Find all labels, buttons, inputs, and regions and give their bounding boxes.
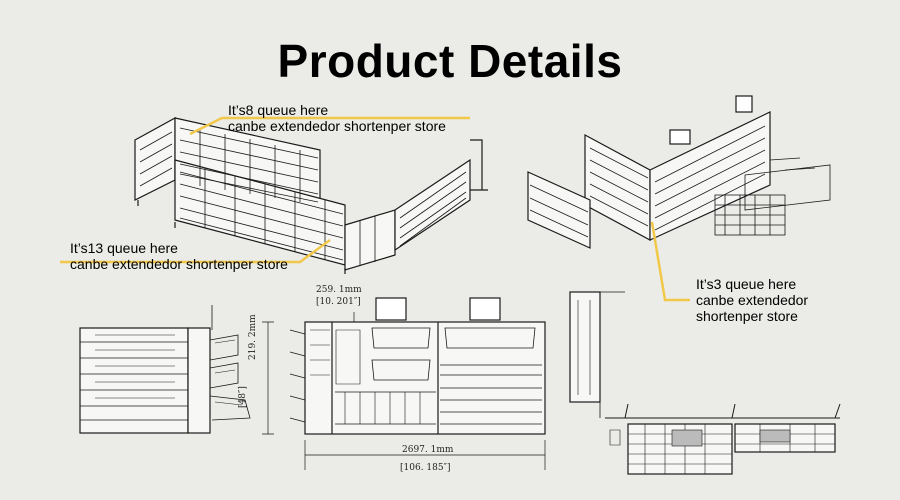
callout-8-queue: It’s8 queue here canbe extendedor shorte… bbox=[228, 102, 446, 134]
side-view-drawing bbox=[79, 305, 251, 434]
dim-length-in: [106. 185″] bbox=[400, 463, 451, 473]
page-title: Product Details bbox=[277, 35, 623, 87]
callout-8-line2: canbe extendedor shortenper store bbox=[228, 118, 446, 134]
dim-height-in: [48″] bbox=[238, 386, 248, 408]
callout-3-line3: shortenper store bbox=[696, 308, 798, 324]
callout-lines bbox=[60, 116, 690, 302]
callout-13-queue: It’s13 queue here canbe extendedor short… bbox=[70, 240, 288, 272]
callout-13-line2: canbe extendedor shortenper store bbox=[70, 256, 288, 272]
dim-width-mm: 259. 1mm bbox=[316, 285, 362, 295]
dim-height-mm: 219. 2mm bbox=[248, 314, 258, 360]
dim-length-mm: 2697. 1mm bbox=[402, 445, 454, 455]
callout-3-line2: canbe extendedor bbox=[696, 292, 809, 308]
callout-3-queue: It’s3 queue here canbe extendedor shorte… bbox=[696, 276, 808, 324]
dim-width-in: [10. 201″] bbox=[316, 297, 361, 307]
section-view-drawing bbox=[569, 291, 841, 475]
front-elevation-drawing bbox=[262, 297, 546, 470]
callout-8-line1: It’s8 queue here bbox=[228, 102, 329, 118]
callout-3-line1: It’s3 queue here bbox=[696, 276, 797, 292]
callout-13-line1: It’s13 queue here bbox=[70, 240, 178, 256]
